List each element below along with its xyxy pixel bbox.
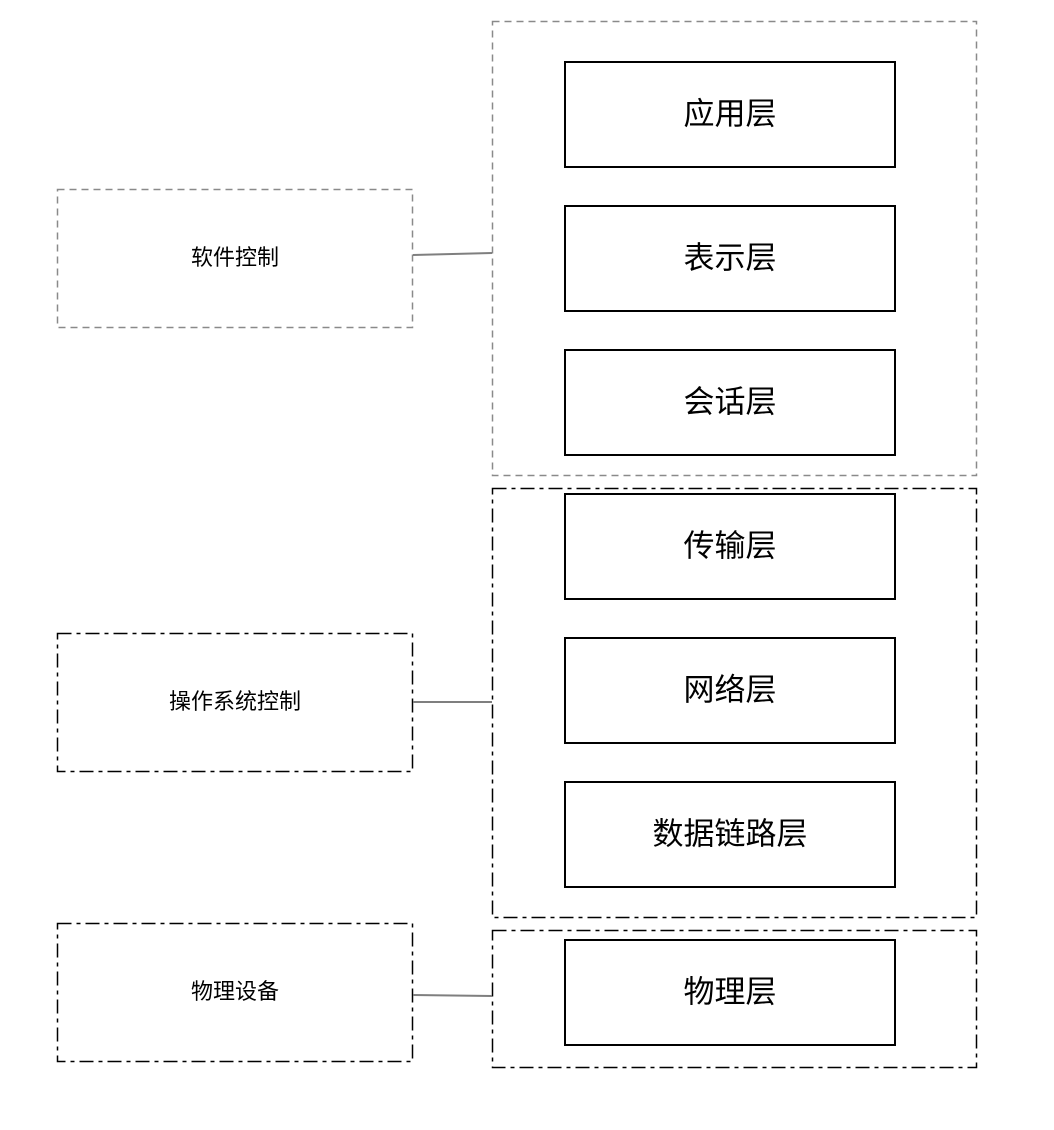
software-control-label: 软件控制 bbox=[191, 246, 279, 271]
physical-connector bbox=[412, 994, 493, 997]
layer-data-link: 数据链路层 bbox=[564, 781, 896, 888]
layer-application: 应用层 bbox=[564, 61, 896, 168]
os-control-label: 操作系统控制 bbox=[169, 690, 301, 715]
layer-transport: 传输层 bbox=[564, 493, 896, 600]
layer-session: 会话层 bbox=[564, 349, 896, 456]
layer-label-application: 应用层 bbox=[684, 97, 777, 133]
os-control-box bbox=[56, 632, 414, 773]
layer-label-physical: 物理层 bbox=[684, 975, 777, 1011]
software-layers-group bbox=[491, 20, 978, 477]
layer-presentation: 表示层 bbox=[564, 205, 896, 312]
layer-label-session: 会话层 bbox=[684, 385, 777, 421]
software-connector bbox=[412, 252, 493, 256]
layer-label-data-link: 数据链路层 bbox=[653, 817, 808, 853]
layer-label-network: 网络层 bbox=[684, 673, 777, 709]
os-layers-group bbox=[491, 487, 978, 919]
physical-device-label: 物理设备 bbox=[191, 980, 279, 1005]
software-control-box bbox=[56, 188, 414, 329]
layer-label-presentation: 表示层 bbox=[684, 241, 777, 277]
layer-physical: 物理层 bbox=[564, 939, 896, 1046]
physical-device-box bbox=[56, 922, 414, 1063]
layer-network: 网络层 bbox=[564, 637, 896, 744]
layer-label-transport: 传输层 bbox=[684, 529, 777, 565]
physical-layers-group bbox=[491, 929, 978, 1069]
